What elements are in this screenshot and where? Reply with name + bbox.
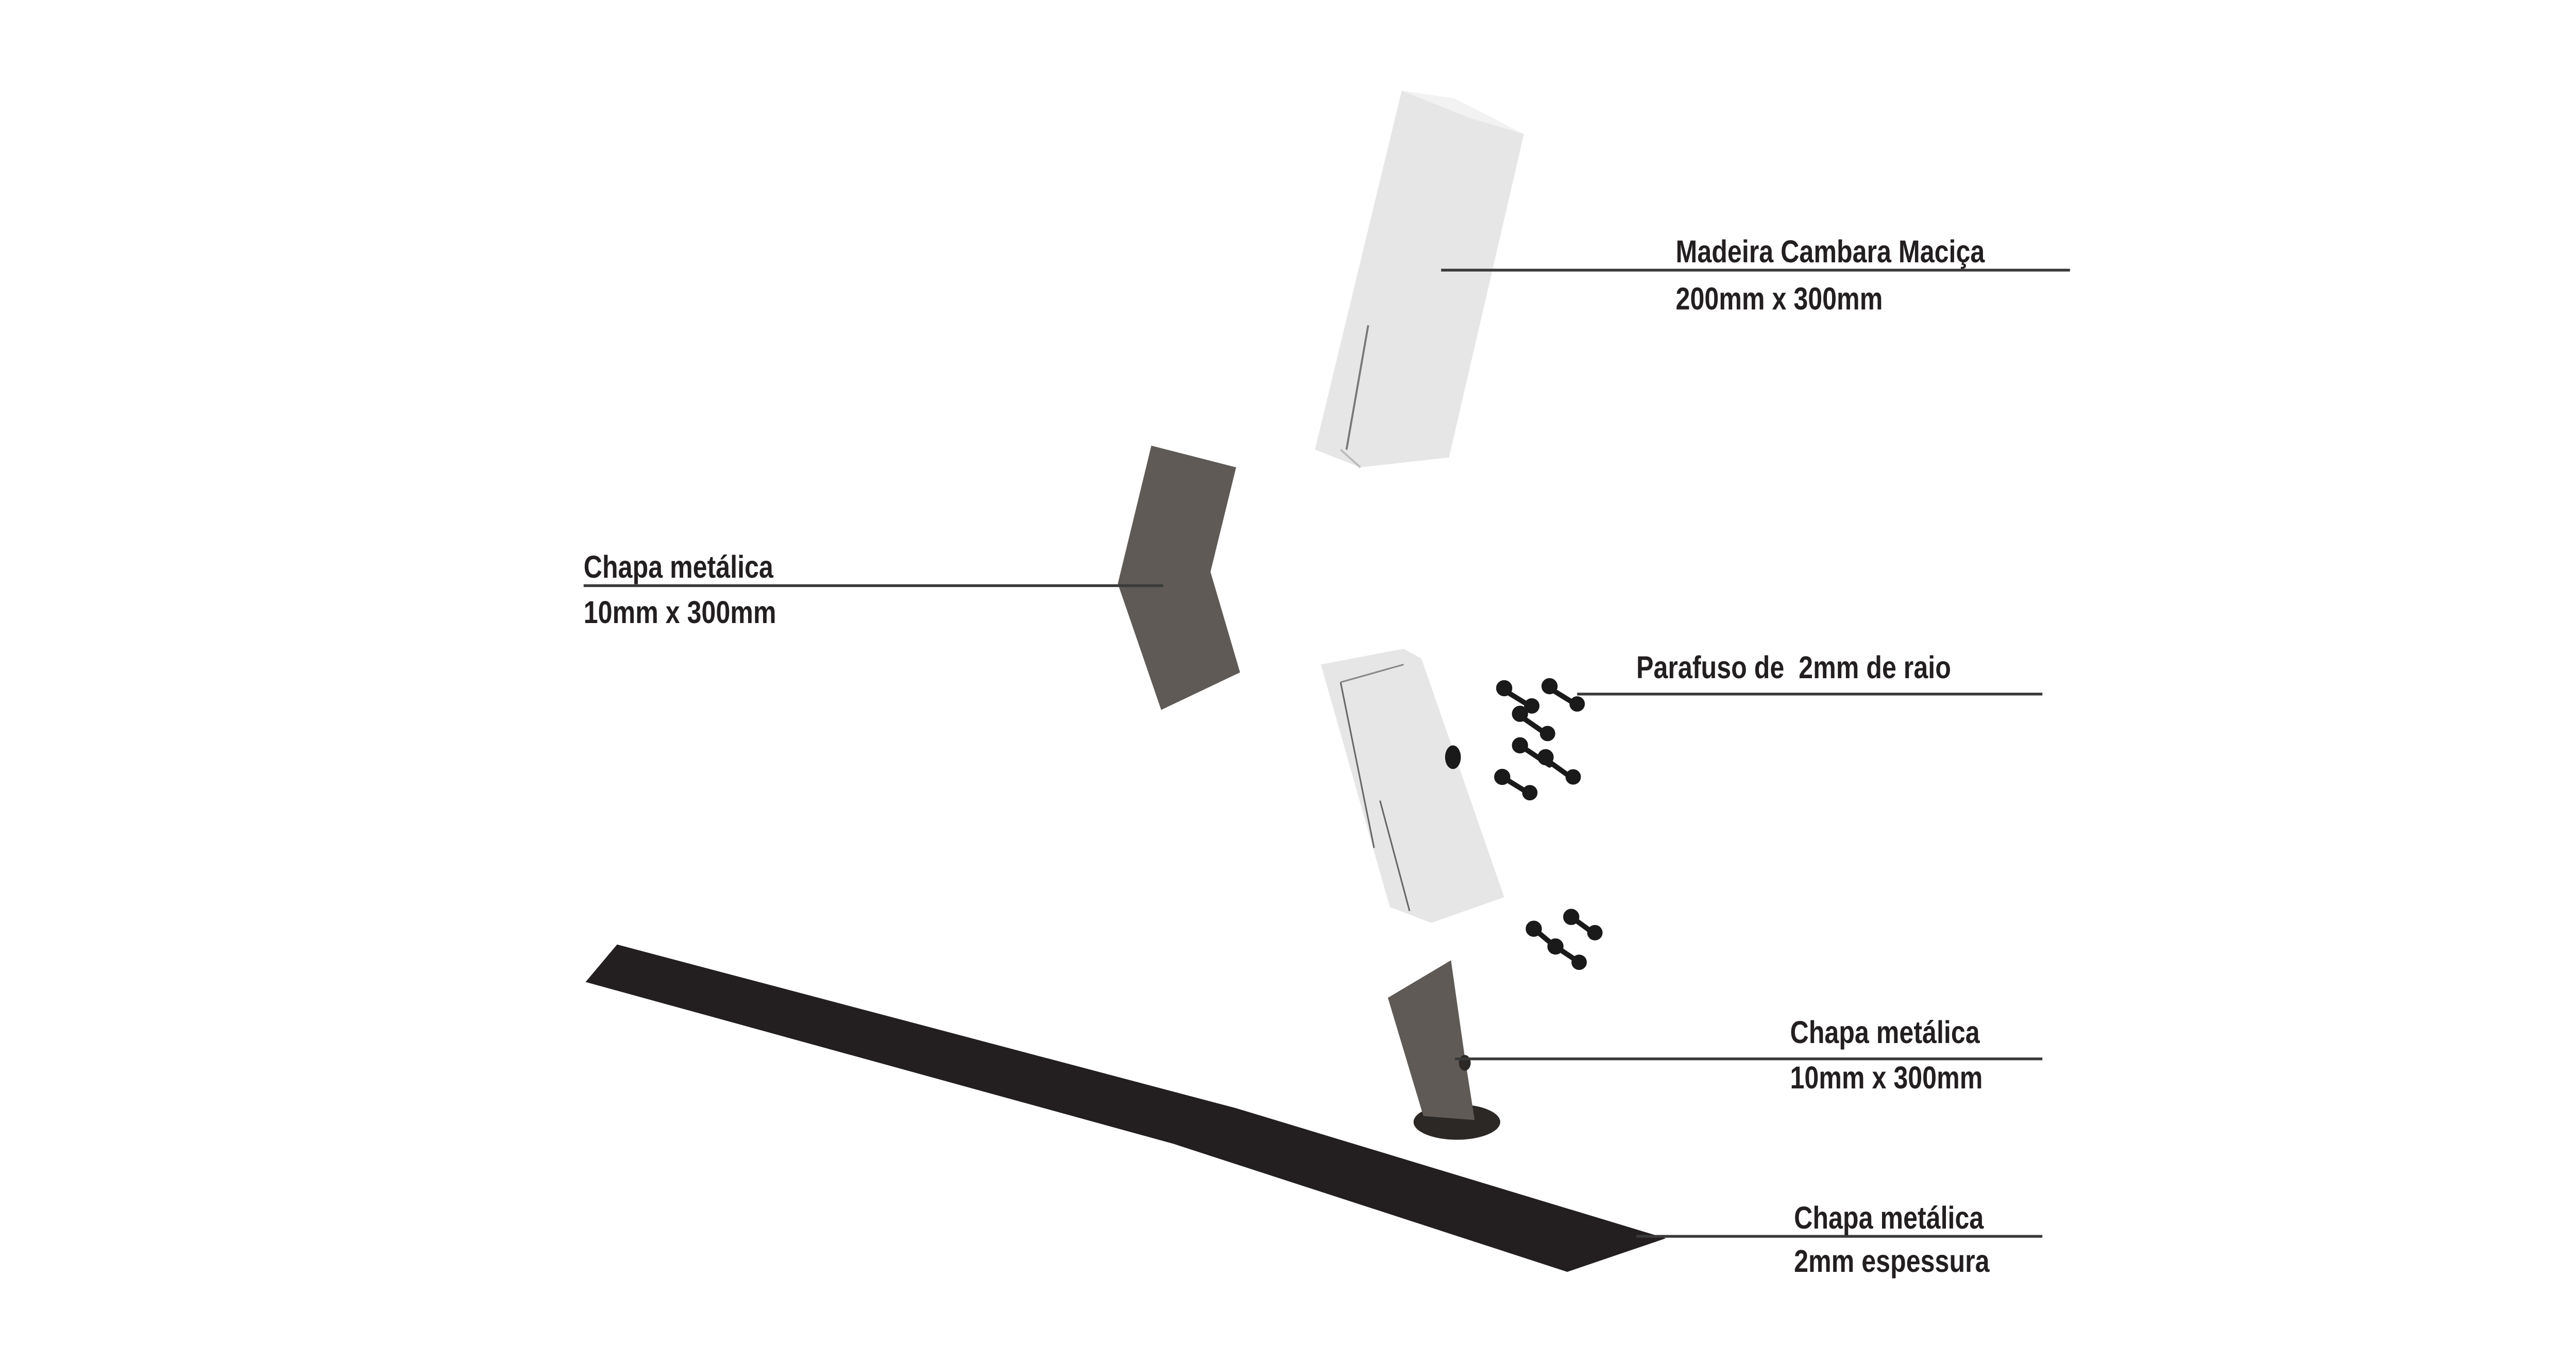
label-plate-left-size: 10mm x 300mm [584, 594, 776, 630]
screw-icon [1494, 768, 1538, 801]
screw-icon [1547, 938, 1587, 970]
screw-icon [1537, 749, 1581, 785]
bent-metal-plate [1117, 445, 1240, 710]
label-plate-base-title: Chapa metálica [1790, 1014, 1980, 1050]
screw-icon [1541, 678, 1585, 712]
label-strip-thickness: 2mm espessura [1794, 1243, 1990, 1279]
metal-strip [585, 944, 1666, 1272]
base-plate-with-disk [1387, 960, 1500, 1140]
label-screws: Parafuso de 2mm de raio [1636, 649, 1951, 685]
label-wood-size: 200mm x 300mm [1676, 281, 1883, 316]
screw-icon [1563, 909, 1603, 941]
wood-block-lower [1320, 648, 1504, 923]
label-wood-title: Madeira Cambara Maciça [1676, 233, 1986, 269]
label-plate-left-title: Chapa metálica [584, 549, 774, 584]
label-plate-base-size: 10mm x 300mm [1790, 1060, 1982, 1095]
screw-icon [1512, 706, 1555, 742]
label-strip-title: Chapa metálica [1794, 1200, 1984, 1235]
wood-block-upper [1315, 91, 1524, 468]
screw-group [1494, 678, 1603, 970]
bolt-hole [1445, 745, 1461, 769]
screw-icon [1496, 680, 1540, 714]
